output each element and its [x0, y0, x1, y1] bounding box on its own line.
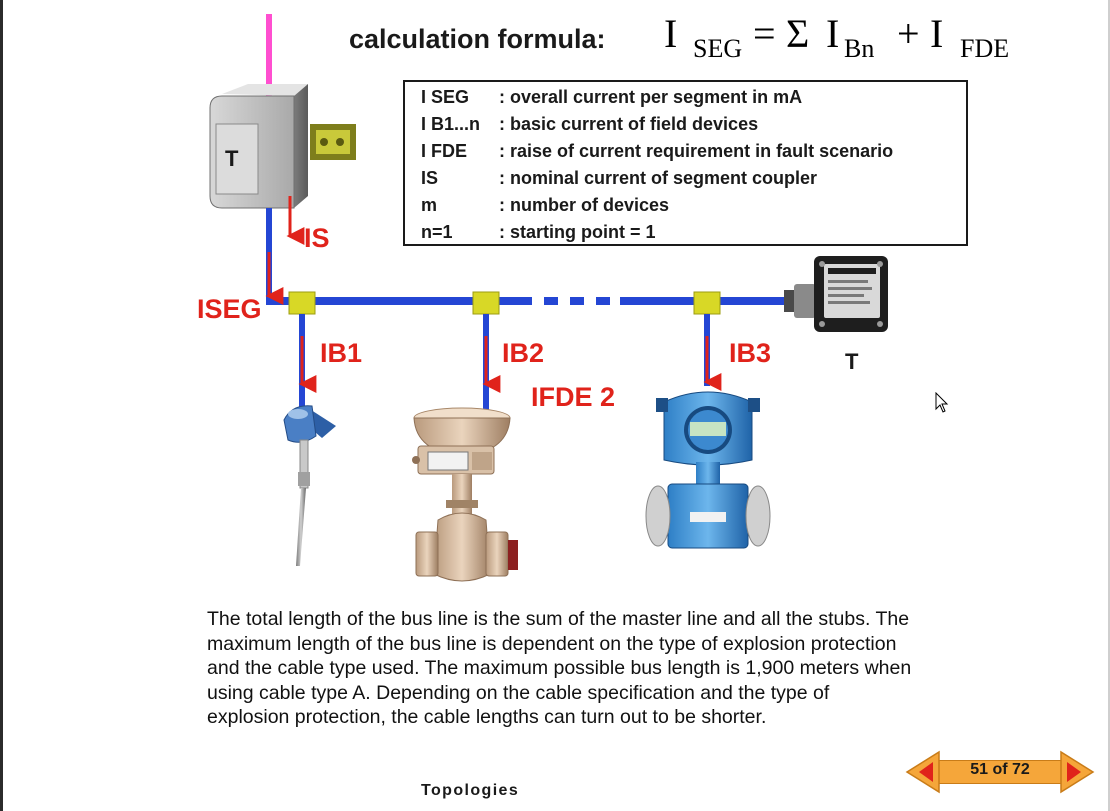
- legend-term: m: [421, 195, 438, 215]
- legend-desc: : nominal current of segment coupler: [499, 168, 818, 188]
- prev-triangle-icon: [919, 762, 933, 782]
- formula-i-bn: I: [826, 11, 840, 56]
- legend-desc: : basic current of field devices: [499, 114, 759, 134]
- coupler-label: T: [225, 146, 239, 171]
- legend-term: n=1: [421, 222, 453, 242]
- master-line: [266, 14, 272, 106]
- ib3-current-label: IB3: [729, 338, 772, 368]
- body-paragraph: The total length of the bus line is the …: [207, 608, 912, 729]
- formula-i-seg: I: [664, 11, 678, 56]
- mouse-pointer-icon: [935, 392, 949, 413]
- ib1-current-label: IB1: [320, 338, 363, 368]
- legend-desc: : overall current per segment in mA: [499, 87, 803, 107]
- left-edge: [0, 0, 3, 811]
- legend-desc: : raise of current requirement in fault …: [499, 141, 894, 161]
- junction-box: [472, 291, 500, 315]
- formula-i-fde: I: [930, 11, 944, 56]
- right-edge: [1108, 0, 1110, 811]
- next-slide-button[interactable]: [1059, 750, 1095, 794]
- next-triangle-icon: [1067, 762, 1081, 782]
- legend-box: I SEG : overall current per segment in m…: [403, 80, 968, 246]
- ib2-current-label: IB2: [502, 338, 545, 368]
- trunk-line: [266, 297, 496, 305]
- formula-equals: =: [753, 11, 776, 56]
- legend-desc: : starting point = 1: [499, 222, 656, 242]
- junction-box: [288, 291, 316, 315]
- formula-sub-fde: FDE: [960, 34, 1010, 63]
- segment-coupler: [209, 84, 356, 209]
- formula-title: calculation formula:: [349, 24, 606, 54]
- slide-pager: 51 of 72: [905, 750, 1095, 794]
- terminator-label: T: [845, 349, 859, 374]
- legend-term: I SEG: [421, 87, 470, 107]
- is-current-label: IS: [304, 223, 330, 253]
- control-valve: [412, 407, 518, 582]
- terminator-device: [784, 256, 888, 332]
- legend-desc: : number of devices: [499, 195, 670, 215]
- iseg-current-label: ISEG: [197, 294, 262, 324]
- formula-sum-sign: Σ: [786, 11, 810, 56]
- formula-sub-seg: SEG: [693, 34, 743, 63]
- formula-sub-bn: Bn: [844, 34, 875, 63]
- page-indicator: 51 of 72: [937, 760, 1063, 784]
- legend-term: IS: [421, 168, 439, 188]
- footer-section-title: Topologies: [421, 782, 520, 799]
- temperature-sensor: [283, 405, 336, 566]
- ifde-current-label: IFDE 2: [531, 382, 616, 412]
- prev-slide-button[interactable]: [905, 750, 941, 794]
- flow-meter: [645, 391, 771, 549]
- legend-term: I B1...n: [421, 114, 481, 134]
- trunk-dashed-segment: [496, 297, 610, 305]
- junction-box: [693, 291, 721, 315]
- formula-plus: +: [897, 11, 920, 56]
- legend-term: I FDE: [421, 141, 468, 161]
